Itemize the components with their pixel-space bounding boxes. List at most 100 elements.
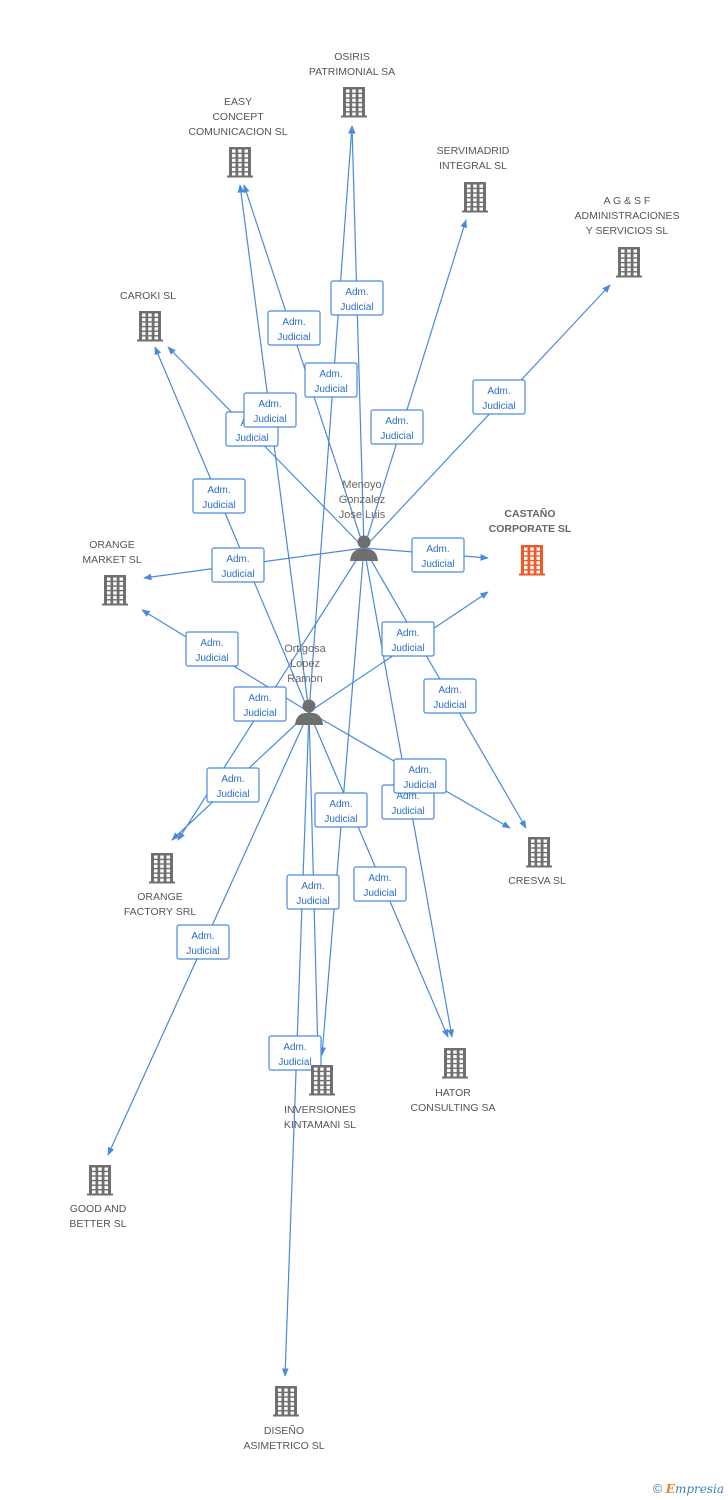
building-icon[interactable]: [87, 1165, 113, 1196]
company-label-line: Y SERVICIOS SL: [585, 225, 669, 237]
badge-line-1: Adm.: [345, 287, 368, 298]
badge-line-2: Judicial: [433, 700, 466, 711]
adm-judicial-badge[interactable]: Adm.Judicial: [243, 392, 297, 428]
company-label-line: A G & S F: [603, 195, 651, 207]
badge-line-2: Judicial: [380, 431, 413, 442]
building-icon[interactable]: [273, 1386, 299, 1417]
badge-line-2: Judicial: [391, 643, 424, 654]
adm-judicial-badge[interactable]: Adm.Judicial: [370, 409, 424, 445]
relationship-edge: [363, 219, 467, 549]
company-label-line: CONCEPT: [212, 111, 264, 123]
badge-box: [353, 866, 407, 902]
badge-box: [381, 621, 435, 657]
company-label-ags[interactable]: A G & S F ADMINISTRACIONES Y SERVICIOS SL: [552, 194, 702, 239]
adm-judicial-badge[interactable]: Adm.Judicial: [472, 379, 526, 415]
company-label-hator[interactable]: HATOR CONSULTING SA: [378, 1086, 528, 1116]
badge-line-2: Judicial: [340, 302, 373, 313]
badge-line-1: Adm.: [226, 554, 249, 565]
adm-judicial-badge[interactable]: Adm.Judicial: [268, 1035, 322, 1071]
adm-judicial-badge[interactable]: Adm.Judicial: [304, 362, 358, 398]
adm-judicial-badge[interactable]: Adm.Judicial: [185, 631, 239, 667]
badge-line-1: Adm.: [487, 386, 510, 397]
adm-judicial-badge[interactable]: Adm.Judicial: [267, 310, 321, 346]
badge-box: [185, 631, 239, 667]
person-label-line: Ramon: [287, 673, 323, 685]
adm-judicial-badge[interactable]: Adm. Judicial: [330, 280, 384, 316]
building-icon[interactable]: [309, 1065, 335, 1096]
badge-line-1: Adm.: [396, 628, 419, 639]
badge-line-1: Adm.: [282, 317, 305, 328]
relationship-edge: [237, 184, 310, 713]
adm-judicial-badge[interactable]: Adm.Judicial: [286, 874, 340, 910]
company-label-line: SERVIMADRID: [436, 145, 510, 157]
building-icon[interactable]: [102, 575, 128, 606]
building-icon[interactable]: [442, 1048, 468, 1079]
company-label-line: ORANGE: [89, 539, 135, 551]
building-icon[interactable]: [341, 87, 367, 118]
building-icon[interactable]: [137, 311, 163, 342]
person-label-line: Jose Luis: [338, 509, 386, 521]
company-label-line: CONSULTING SA: [410, 1102, 496, 1114]
adm-judicial-badge[interactable]: Adm.Judicial: [211, 547, 265, 583]
badge-box: [192, 478, 246, 514]
badge-line-2: Judicial: [243, 708, 276, 719]
badge-box: [267, 310, 321, 346]
brand-name: mpresia: [674, 1482, 724, 1496]
building-icon[interactable]: [462, 182, 488, 213]
building-icon[interactable]: [227, 147, 253, 178]
person-label-line: Lopez: [290, 658, 320, 670]
building-icon[interactable]: [526, 837, 552, 868]
badge-line-2: Judicial: [202, 500, 235, 511]
building-icon[interactable]: [519, 545, 545, 576]
adm-judicial-badge[interactable]: Adm.Judicial: [393, 758, 447, 794]
building-icon[interactable]: [616, 247, 642, 278]
company-label-line: CASTAÑO: [504, 508, 556, 520]
adm-judicial-badge[interactable]: Adm. Judicial: [233, 686, 287, 722]
company-label-line: COMUNICACION SL: [188, 126, 288, 138]
badge-box: [472, 379, 526, 415]
company-label-line: CORPORATE SL: [488, 523, 572, 535]
company-label-line: BETTER SL: [69, 1218, 127, 1230]
company-label-line: KINTAMANI SL: [283, 1119, 357, 1131]
company-label-castano[interactable]: CASTAÑO CORPORATE SL: [455, 507, 605, 537]
badge-line-1: Adm.: [207, 485, 230, 496]
badge-line-1: Adm.: [248, 693, 271, 704]
person-icon[interactable]: [295, 699, 323, 726]
company-label-line: CRESVA SL: [508, 875, 566, 887]
adm-judicial-badge[interactable]: Adm. Judicial: [381, 621, 435, 657]
company-label-line: PATRIMONIAL SA: [308, 66, 396, 78]
badge-line-1: Adm.: [301, 881, 324, 892]
company-label-line: OSIRIS: [334, 51, 370, 63]
badge-line-2: Judicial: [278, 1057, 311, 1068]
company-label-line: HATOR: [435, 1087, 471, 1099]
badge-box: [423, 678, 477, 714]
adm-judicial-badge[interactable]: Adm.Judicial: [176, 924, 230, 960]
relationship-edge: [348, 125, 365, 549]
adm-judicial-badge[interactable]: Adm.Judicial: [314, 792, 368, 828]
person-label-line: Ortigosa: [284, 643, 326, 655]
company-label-cresva[interactable]: CRESVA SL: [462, 874, 612, 889]
adm-judicial-badge[interactable]: Adm. Judicial: [192, 478, 246, 514]
company-label-line: ADMINISTRACIONES: [574, 210, 680, 222]
person-icon[interactable]: [350, 535, 378, 562]
relationship-edge: [243, 184, 365, 549]
adm-judicial-badge[interactable]: Adm.Judicial: [423, 678, 477, 714]
person-label-line: Menoyo: [342, 479, 382, 491]
building-icon[interactable]: [149, 853, 175, 884]
company-label-osiris[interactable]: OSIRIS PATRIMONIAL SA: [277, 50, 427, 80]
adm-judicial-badge[interactable]: Adm.Judicial: [411, 537, 465, 573]
company-label-caroki[interactable]: CAROKI SL: [73, 289, 223, 304]
badge-line-1: Adm.: [221, 774, 244, 785]
badge-line-2: Judicial: [324, 814, 357, 825]
adm-judicial-badge[interactable]: Adm.Judicial: [353, 866, 407, 902]
adm-judicial-badge[interactable]: Adm.Judicial: [206, 767, 260, 803]
